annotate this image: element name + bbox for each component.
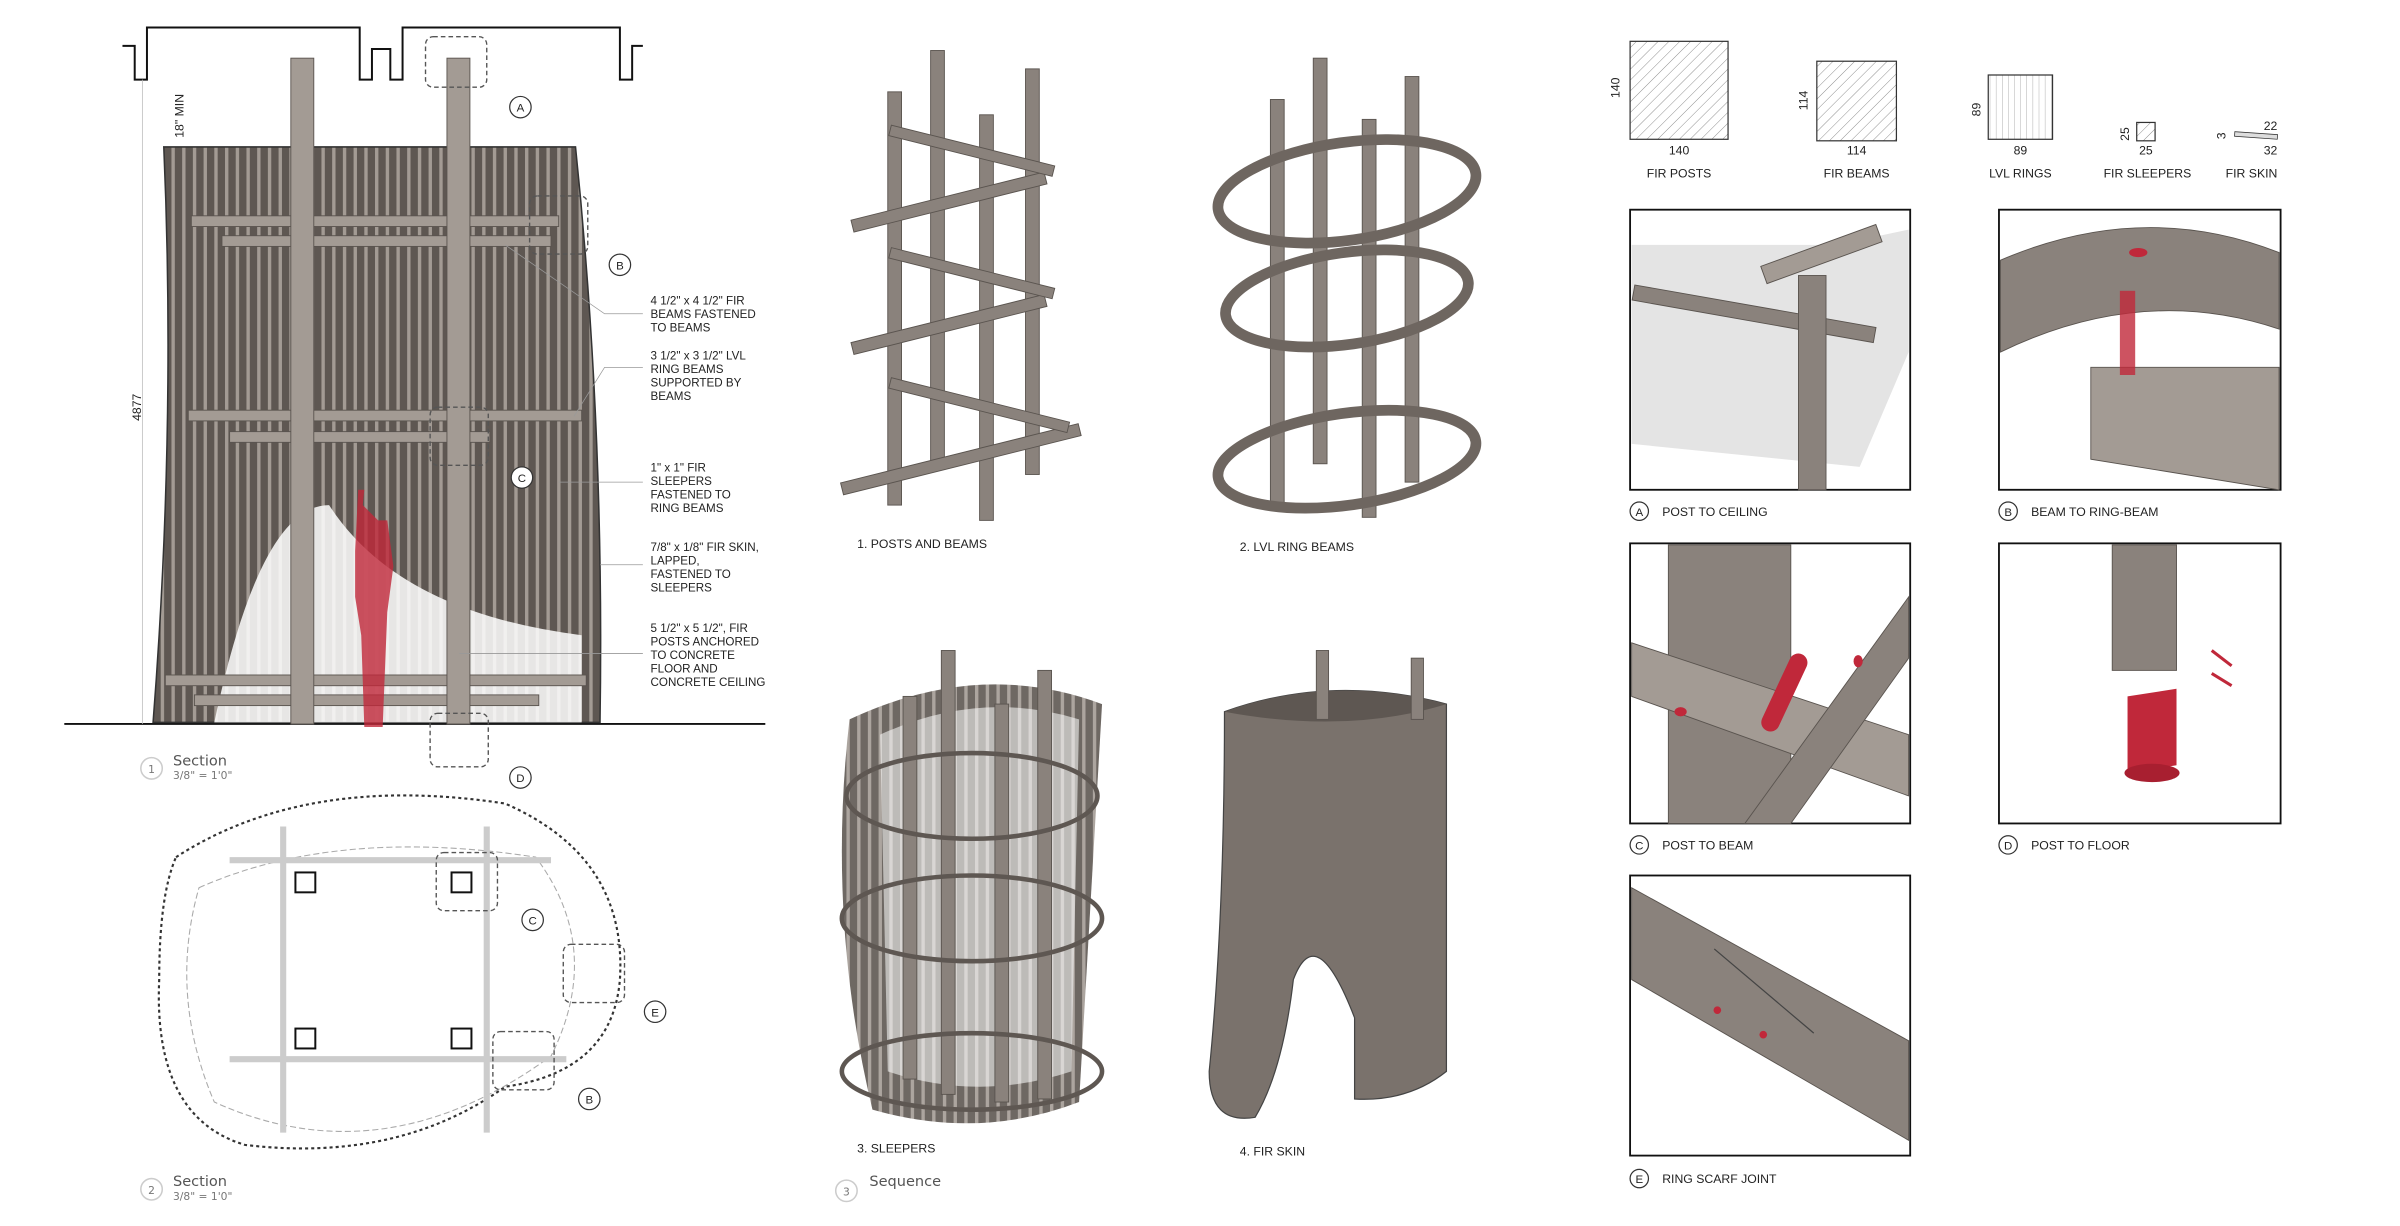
dim-height: 4877 (130, 393, 144, 420)
svg-text:FIR POSTS: FIR POSTS (1647, 167, 1712, 181)
section-2-title: Section (173, 1174, 227, 1190)
post-right (446, 57, 471, 725)
svg-text:7/8" x 1/8" FIR SKIN,LAPPED,FA: 7/8" x 1/8" FIR SKIN,LAPPED,FASTENED TOS… (651, 541, 759, 594)
svg-text:B: B (2004, 507, 2012, 519)
detail-b-label: BEAM TO RING-BEAM (2031, 505, 2158, 519)
detail-a-label: POST TO CEILING (1662, 505, 1767, 519)
detail-e: E RING SCARF JOINT (1629, 874, 1912, 1189)
svg-text:E: E (1635, 1174, 1643, 1186)
step-2-caption: 2. LVL RING BEAMS (1240, 540, 1354, 554)
plan-callout-b[interactable]: B (585, 1095, 593, 1107)
svg-text:D: D (2004, 840, 2012, 852)
callout-d[interactable]: D (516, 773, 524, 785)
dim-clearance: 18" MIN (173, 94, 187, 138)
material-lvl-rings: 89 89 LVL RINGS (1970, 74, 2054, 181)
material-fir-posts: 140 140 FIR POSTS (1608, 40, 1729, 181)
svg-text:89: 89 (1970, 103, 1984, 117)
callout-b[interactable]: B (616, 260, 624, 272)
section-2-plan: C E B 2 Section 3/8" = 1'0" (140, 794, 667, 1203)
plan-callout-c[interactable]: C (529, 915, 537, 927)
section-1-scale: 3/8" = 1'0" (173, 769, 232, 782)
detail-b: B BEAM TO RING-BEAM (1998, 208, 2282, 522)
section-1-title: Section (173, 753, 227, 769)
post-left (290, 57, 315, 725)
svg-text:C: C (1635, 840, 1643, 852)
section-2-scale: 3/8" = 1'0" (173, 1190, 232, 1203)
post-squares (294, 871, 473, 1050)
svg-text:25: 25 (2139, 144, 2153, 158)
section-2-number: 2 (148, 1184, 155, 1197)
svg-text:22: 22 (2264, 119, 2278, 133)
material-fir-sleepers: 25 25 FIR SLEEPERS (2104, 121, 2192, 181)
svg-text:3: 3 (2214, 132, 2228, 139)
sequence-step-3: 3. SLEEPERS (839, 650, 1105, 1156)
svg-text:LVL RINGS: LVL RINGS (1989, 167, 2052, 181)
step-1-caption: 1. POSTS AND BEAMS (857, 537, 987, 551)
sequence-title: Sequence (869, 1174, 941, 1190)
svg-text:25: 25 (2118, 127, 2132, 141)
section-1-number: 1 (148, 763, 155, 776)
sequence-step-1: 1. POSTS AND BEAMS (840, 50, 1082, 551)
detail-d-label: POST TO FLOOR (2031, 838, 2130, 852)
callout-a-region (424, 36, 488, 88)
sequence-number: 3 (843, 1185, 850, 1198)
svg-text:114: 114 (1797, 91, 1811, 111)
svg-text:140: 140 (1669, 144, 1690, 158)
detail-d: D POST TO FLOOR (1998, 542, 2282, 855)
section-1-elevation: 18" MIN 4877 A B C D 4 1/2" x 4 1/2" FIR… (64, 26, 766, 789)
svg-text:A: A (1635, 507, 1643, 519)
callout-a[interactable]: A (517, 103, 525, 115)
detail-c: C POST TO BEAM (1629, 542, 1912, 855)
svg-text:140: 140 (1608, 77, 1622, 98)
sequence-step-2: 2. LVL RING BEAMS (1212, 57, 1482, 554)
svg-text:FIR BEAMS: FIR BEAMS (1824, 167, 1890, 181)
svg-text:FIR SKIN: FIR SKIN (2226, 167, 2278, 181)
svg-text:114: 114 (1847, 144, 1867, 158)
material-fir-skin: 3 22 32 FIR SKIN (2214, 119, 2278, 181)
material-fir-beams: 114 114 FIR BEAMS (1797, 60, 1898, 181)
step-3-caption: 3. SLEEPERS (857, 1142, 935, 1156)
material-sections: 140 140 FIR POSTS 114 114 FIR BEAMS 89 8… (1608, 40, 2278, 181)
svg-text:32: 32 (2264, 144, 2278, 158)
plan-callout-e[interactable]: E (651, 1007, 659, 1019)
step-4-caption: 4. FIR SKIN (1240, 1145, 1305, 1159)
svg-text:89: 89 (2014, 144, 2028, 158)
detail-e-label: RING SCARF JOINT (1662, 1172, 1777, 1186)
detail-c-label: POST TO BEAM (1662, 838, 1753, 852)
sequence-step-4: 4. FIR SKIN (1208, 650, 1448, 1159)
detail-a: A POST TO CEILING (1629, 208, 1912, 522)
ceiling-profile (122, 26, 643, 81)
human-figure (355, 489, 394, 728)
callout-c[interactable]: C (518, 473, 526, 485)
svg-text:FIR SLEEPERS: FIR SLEEPERS (2104, 167, 2192, 181)
